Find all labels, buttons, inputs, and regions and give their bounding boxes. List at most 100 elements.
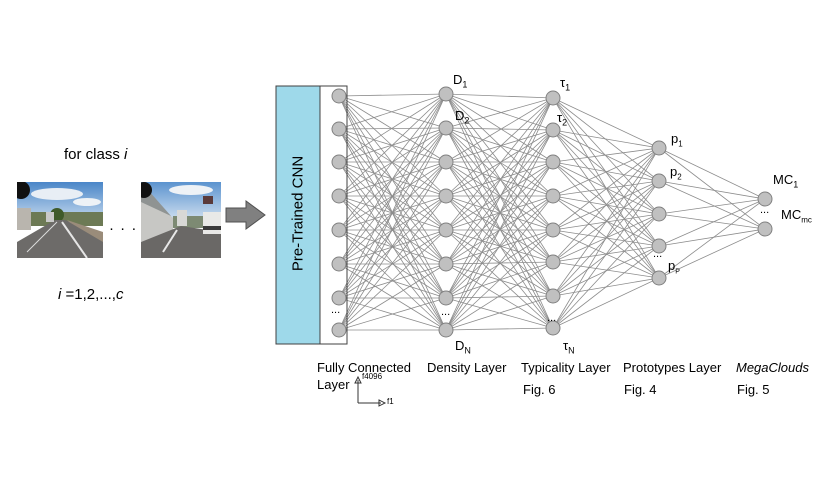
edge-typicality-5-prototype-1 <box>552 147 660 231</box>
edge-prototype-4-megacloud-2 <box>658 228 766 247</box>
label-d1: D1 <box>453 72 467 90</box>
edge-density-2-typicality-6 <box>445 127 554 263</box>
label-dn: DN <box>455 338 471 356</box>
axis-label-f1: f1 <box>387 397 394 406</box>
edge-density-4-typicality-2 <box>445 129 554 197</box>
typicality-node-3 <box>545 154 561 170</box>
edge-density-8-typicality-4 <box>445 195 554 331</box>
edge-input-6-density-1 <box>338 93 447 265</box>
caption-density: Density Layer <box>427 360 507 375</box>
edge-typicality-4-prototype-5 <box>552 195 660 279</box>
prototype-node-4 <box>651 238 667 254</box>
edge-typicality-8-prototype-1 <box>552 147 660 329</box>
edge-input-8-density-3 <box>338 161 447 331</box>
edge-density-7-typicality-1 <box>445 97 554 299</box>
edge-density-7-typicality-7 <box>445 295 554 299</box>
label-mcm-sub: mc <box>801 215 812 225</box>
label-d2-sub: 2 <box>464 115 470 126</box>
edge-density-7-typicality-4 <box>445 195 554 299</box>
edge-density-3-typicality-6 <box>445 161 554 263</box>
edge-prototype-5-megacloud-1 <box>658 198 766 279</box>
edge-density-4-typicality-3 <box>445 161 554 197</box>
edge-density-1-typicality-1 <box>445 93 554 99</box>
dots-input: ... <box>331 304 341 316</box>
edge-input-8-density-5 <box>338 229 447 331</box>
prototype-node-2 <box>651 173 667 189</box>
edge-density-7-typicality-5 <box>445 229 554 299</box>
edge-prototype-1-megacloud-1 <box>658 147 766 200</box>
label-pp-sub: P <box>675 268 680 276</box>
dots-density: ... <box>441 306 451 318</box>
label-p1-main: p <box>671 131 679 146</box>
density-node-1 <box>438 86 454 102</box>
class-caption-var: i <box>124 146 128 163</box>
edge-density-5-typicality-3 <box>445 161 554 231</box>
edge-density-8-typicality-3 <box>445 161 554 331</box>
class-range-var: i <box>58 286 62 303</box>
edge-density-3-typicality-2 <box>445 129 554 163</box>
class-caption: for class i <box>64 146 127 163</box>
edge-density-8-typicality-7 <box>445 295 554 331</box>
typicality-node-2 <box>545 122 561 138</box>
axis-right-arrow-icon <box>378 399 387 407</box>
label-t2: τ2 <box>557 110 567 128</box>
axis-up-arrow-icon <box>354 375 362 384</box>
caption-fc-line2: Layer <box>317 377 350 392</box>
label-mc1-main: MC <box>773 172 794 187</box>
edge-input-8-density-1 <box>338 93 447 331</box>
input-node-8 <box>331 322 347 338</box>
edge-typicality-7-prototype-1 <box>552 147 660 297</box>
edge-density-2-typicality-1 <box>445 97 554 129</box>
edge-prototype-5-megacloud-2 <box>658 228 766 279</box>
edge-density-3-typicality-8 <box>445 161 554 329</box>
edge-typicality-1-prototype-2 <box>552 97 660 182</box>
density-node-7 <box>438 290 454 306</box>
edge-input-7-density-3 <box>338 161 447 299</box>
class-range-end: c <box>115 286 124 303</box>
edge-density-4-typicality-6 <box>445 195 554 263</box>
edge-density-1-typicality-6 <box>445 93 554 263</box>
edge-typicality-8-prototype-2 <box>552 180 660 329</box>
fully-connected-layer-box <box>319 85 348 345</box>
edge-input-5-density-1 <box>338 93 447 231</box>
prototype-node-5 <box>651 270 667 286</box>
density-node-2 <box>438 120 454 136</box>
typicality-node-7 <box>545 288 561 304</box>
axis-label-f4096: f4096 <box>362 372 383 381</box>
label-t1: τ1 <box>560 75 570 93</box>
label-t1-sub: 1 <box>565 82 571 93</box>
label-p2-sub: 2 <box>677 172 682 182</box>
edge-density-8-typicality-2 <box>445 129 554 331</box>
label-d1-main: D <box>453 72 463 87</box>
edge-prototype-4-megacloud-1 <box>658 198 766 247</box>
label-dn-sub: N <box>464 345 471 356</box>
edge-input-7-density-1 <box>338 93 447 299</box>
label-t2-main: τ <box>557 110 563 125</box>
caption-typicality: Typicality Layer <box>521 360 611 375</box>
image-ellipsis: · · · <box>109 220 138 237</box>
edge-typicality-8-prototype-4 <box>552 245 660 329</box>
class-caption-prefix: for class <box>64 146 125 163</box>
caption-megaclouds-fig: Fig. 5 <box>737 382 770 397</box>
edge-density-8-typicality-1 <box>445 97 554 331</box>
label-pp-main: p <box>668 258 676 273</box>
density-node-8 <box>438 322 454 338</box>
edge-typicality-2-prototype-1 <box>552 129 660 149</box>
road-image-2 <box>141 182 227 258</box>
typicality-node-1 <box>545 90 561 106</box>
edge-density-6-typicality-3 <box>445 161 554 265</box>
edge-density-2-typicality-2 <box>445 127 554 131</box>
density-node-5 <box>438 222 454 238</box>
network-nodes <box>331 86 773 338</box>
label-d1-sub: 1 <box>462 79 468 90</box>
edge-input-2-density-1 <box>338 93 447 130</box>
edge-prototype-1-megacloud-2 <box>658 147 766 230</box>
edge-density-1-typicality-8 <box>445 93 554 329</box>
caption-fc-line1: Fully Connected <box>317 360 411 375</box>
typicality-node-6 <box>545 254 561 270</box>
edge-input-7-density-2 <box>338 127 447 299</box>
typicality-node-5 <box>545 222 561 238</box>
edge-input-8-density-7 <box>338 297 447 331</box>
edge-density-3-typicality-1 <box>445 97 554 163</box>
edge-density-6-typicality-2 <box>445 129 554 265</box>
